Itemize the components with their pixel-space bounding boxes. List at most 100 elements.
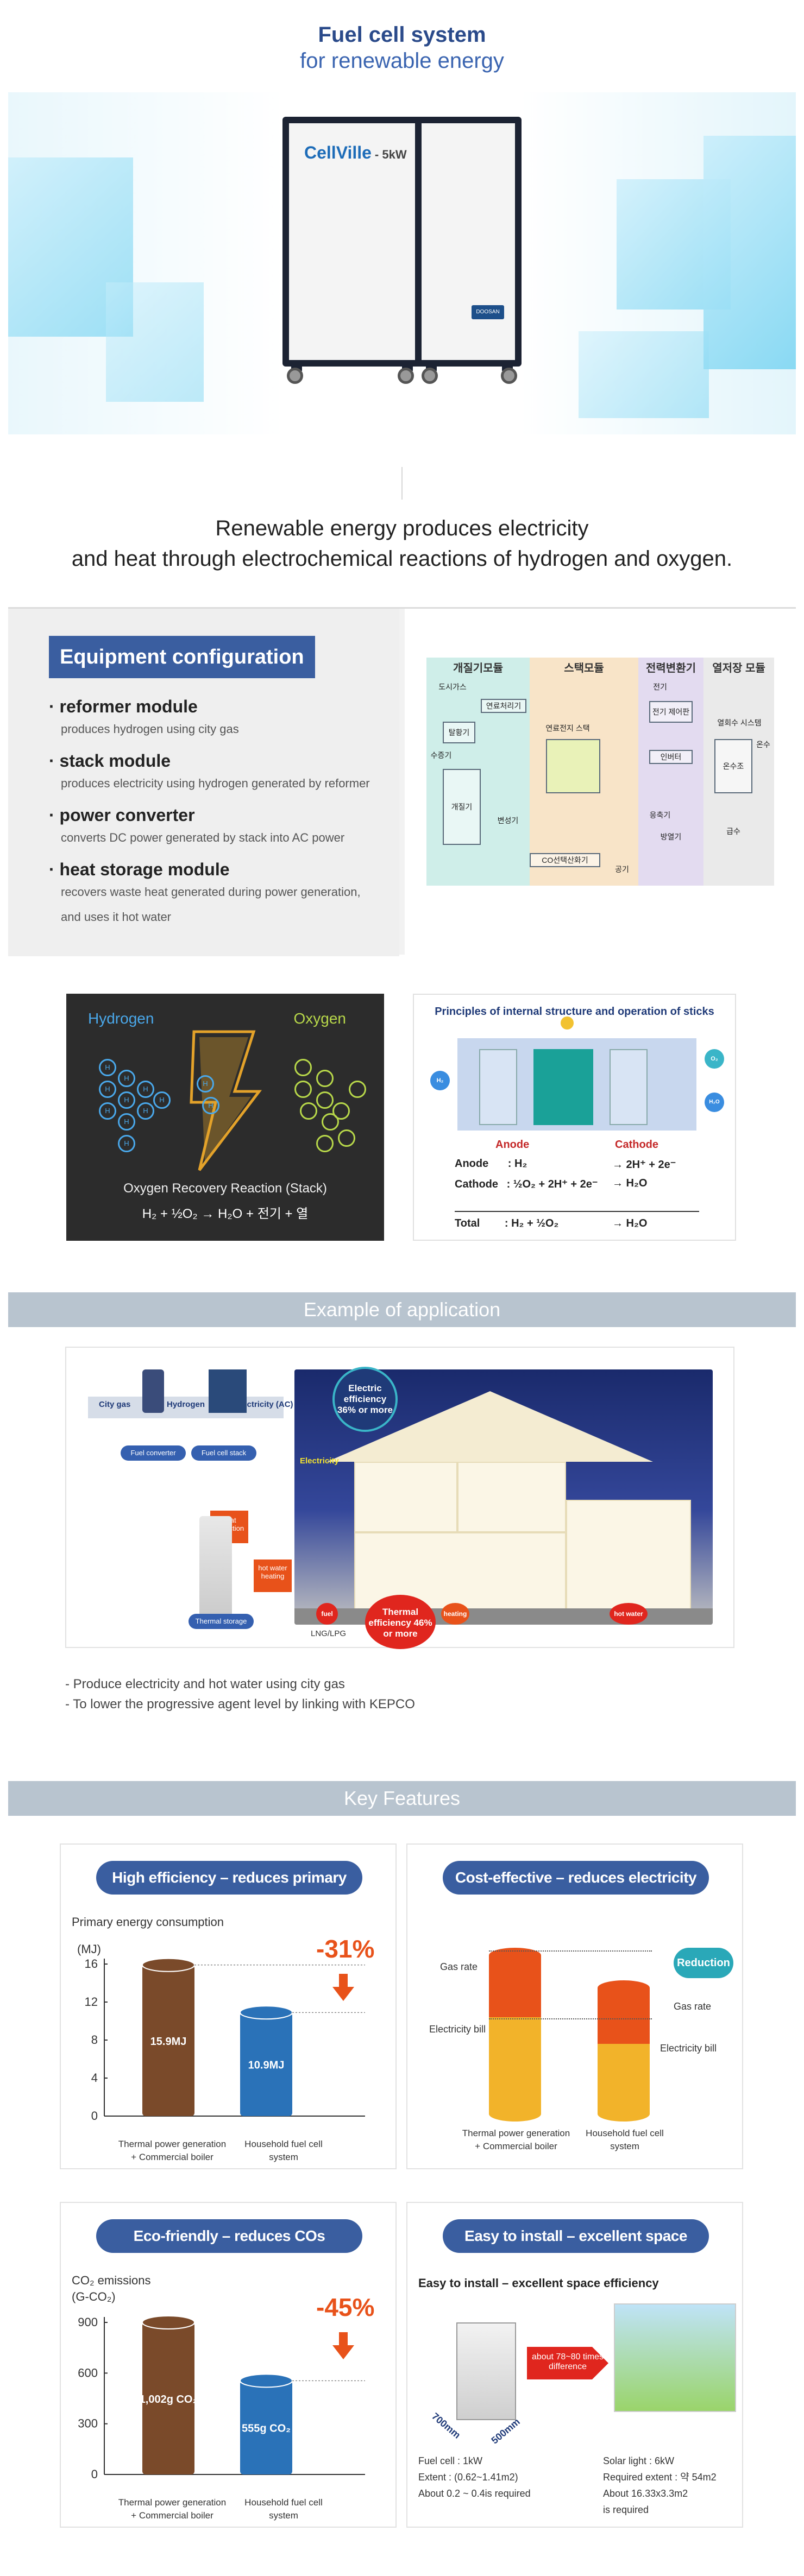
emissions-chart: 900 600 300 0 1,002g CO₂ 555g CO₂ <box>78 2315 365 2481</box>
equipment-title: Equipment configuration <box>49 636 315 678</box>
molecule-icon <box>322 1113 339 1131</box>
molecule-icon: H <box>197 1075 214 1093</box>
component-power-converter: power converter converts DC power genera… <box>49 805 345 850</box>
stack-cell-diagram: H₂ O₂ H₂O <box>430 1016 724 1131</box>
hero-section: Fuel cell system for renewable energy Ce… <box>0 0 804 467</box>
principles-panel: Principles of internal structure and ope… <box>413 994 736 1241</box>
molecule-icon: H <box>137 1102 154 1120</box>
molecule-icon: H <box>118 1070 135 1087</box>
molecule-icon <box>316 1091 334 1109</box>
y-tick-label: 0 <box>91 2467 98 2481</box>
chart-axis-title: CO₂ emissions <box>72 2274 151 2287</box>
lamp-icon <box>561 1016 574 1030</box>
fuel-cell-stack-block <box>546 739 600 793</box>
fuel-badge: fuel <box>316 1603 338 1625</box>
system-diagram: 개질기모듈 도시가스 연료처리기 탈황기 수증기 개질기 변성기 스택모듈 연료… <box>426 658 774 886</box>
hot-water-badge: hot water <box>610 1603 648 1625</box>
molecule-icon <box>300 1102 317 1120</box>
product-brand: CellVille- 5kW <box>304 143 407 162</box>
feature-card-eco-friendly: Eco-friendly – reduces COs emissions by … <box>60 2202 397 2528</box>
thermal-storage-icon <box>199 1516 232 1625</box>
lightning-icon <box>190 1030 262 1171</box>
y-tick-label: 600 <box>78 2366 98 2379</box>
x-category-label: Household fuel cell system <box>244 2497 323 2521</box>
wheel-icon <box>398 368 414 384</box>
solar-house-image <box>614 2303 736 2412</box>
hot-water-heating-label: hot water heating <box>254 1560 292 1592</box>
gas-rate-label: Gas rate <box>440 1961 478 1972</box>
difference-arrow: about 78~80 times difference <box>527 2347 608 2379</box>
molecule-icon: H <box>99 1102 116 1120</box>
chart-bar <box>240 2381 292 2474</box>
y-tick-label: 300 <box>78 2417 98 2430</box>
x-category-label: Thermal power generation + Commercial bo… <box>118 2139 227 2162</box>
decor-cube <box>579 331 709 418</box>
molecule-icon: H <box>118 1113 135 1131</box>
y-tick-label: 900 <box>78 2315 98 2329</box>
feature-tag: Cost-effective – reduces electricity <box>443 1861 709 1895</box>
chart-bar <box>240 2012 292 2116</box>
molecule-icon <box>316 1070 334 1087</box>
down-arrow-icon <box>332 1987 354 2001</box>
thermal-storage-pill: Thermal storage <box>189 1614 254 1629</box>
fuel-converter-icon <box>142 1369 164 1413</box>
diagram-column-heat: 열저장 모듈 열회수 시스템 온수조 온수 급수 <box>704 658 774 886</box>
application-note: - To lower the progressive agent level b… <box>65 1697 415 1712</box>
chart-unit: (MJ) <box>77 1942 101 1956</box>
h2-icon: H₂ <box>430 1071 450 1090</box>
molecule-icon <box>294 1059 312 1076</box>
data-label: 1,002g CO₂ <box>140 2394 198 2405</box>
wheel-icon <box>422 368 438 384</box>
reaction-title: Oxygen Recovery Reaction (Stack) <box>123 1181 327 1196</box>
hero-subtitle: for renewable energy <box>300 49 504 73</box>
fuel-cell-stack-icon <box>209 1369 247 1413</box>
dimension-label: 500mm <box>489 2416 522 2446</box>
fuel-cell-specs: Fuel cell : 1kW Extent : (0.62~1.41m2) A… <box>418 2455 531 2499</box>
solar-specs: Solar light : 6kW Required extent : 약 54… <box>603 2455 717 2515</box>
decor-cube <box>106 282 204 402</box>
chart-bar-cap <box>142 1958 195 1972</box>
intro-text: Renewable energy produces electricity an… <box>71 516 733 571</box>
cost-bar-conventional <box>489 1948 541 2122</box>
flow-band <box>88 1397 284 1418</box>
component-stack: stack module produces electricity using … <box>49 751 370 796</box>
o2-icon: O₂ <box>705 1049 724 1069</box>
diagram-column-reformer: 개질기모듈 도시가스 연료처리기 탈황기 수증기 개질기 변성기 <box>426 658 530 886</box>
reduction-percent: -31% <box>316 1935 375 1963</box>
section-bar-application: Example of application <box>8 1292 796 1327</box>
reaction-formula: H₂ + ½O₂ → H₂O + 전기 + 열 <box>142 1207 309 1221</box>
feature-tag: Easy to install – excellent space effici… <box>443 2219 709 2278</box>
section-bar-key-features: Key Features <box>8 1781 796 1816</box>
product-image: CellVille- 5kW DOOSAN <box>282 117 522 384</box>
fuel-converter-pill: Fuel converter <box>121 1445 186 1461</box>
data-label: 555g CO₂ <box>242 2423 291 2435</box>
fuel-cell-stack-pill: Fuel cell stack <box>191 1445 256 1461</box>
x-category-label: Thermal power generation + Commercial bo… <box>462 2128 570 2151</box>
diagram-column-stack: 스택모듈 연료전지 스택 CO선택산화기 공기 <box>530 658 638 886</box>
install-subtitle: Easy to install – excellent space effici… <box>418 2276 659 2290</box>
equation-total: Total : H₂ + ½O₂ → H₂O <box>455 1217 648 1229</box>
chart-axis-title: Primary energy consumption <box>72 1915 224 1929</box>
x-category-label: Household fuel cell system <box>244 2139 323 2162</box>
chart-bar <box>142 1965 194 2116</box>
thermal-efficiency-badge: Thermal efficiency 46% or more <box>365 1595 436 1649</box>
data-label: 10.9MJ <box>248 2060 285 2072</box>
equation-anode: Anode : H₂ → 2H⁺ + 2e⁻ <box>455 1158 676 1171</box>
reduction-badge: Reduction <box>674 1948 733 1978</box>
molecule-icon: H <box>153 1091 171 1109</box>
y-tick-label: 8 <box>91 2033 98 2047</box>
molecule-icon: H <box>202 1097 219 1114</box>
fuel-cell-unit-image <box>456 2322 516 2420</box>
gas-rate-label: Gas rate <box>674 2001 712 2012</box>
molecule-icon: H <box>118 1135 135 1152</box>
molecule-icon <box>316 1135 334 1152</box>
wheel-icon <box>287 368 303 384</box>
oxygen-label: Oxygen <box>293 1010 347 1027</box>
electricity-label: Electricity <box>300 1456 339 1466</box>
equation-cathode: Cathode : ½O₂ + 2H⁺ + 2e⁻ → H₂O <box>455 1177 648 1190</box>
molecule-icon: H <box>118 1091 135 1109</box>
electricity-bill-label: Electricity bill <box>660 2043 717 2054</box>
molecule-icon: H <box>99 1081 116 1098</box>
